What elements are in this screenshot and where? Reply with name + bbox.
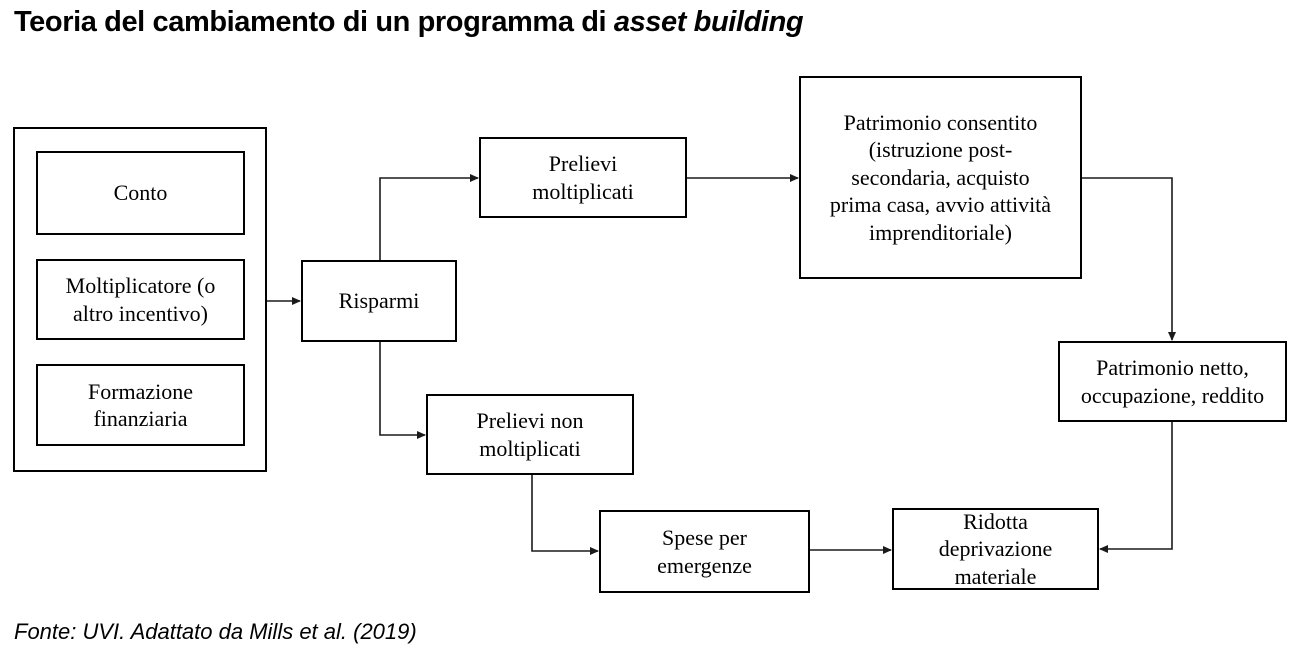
source-note: Fonte: UVI. Adattato da Mills et al. (20… [14,619,417,644]
box-ridotta-deprivazione: Ridotta deprivazione materiale [892,508,1099,590]
connector-patrimonio-netto-to-ridotta-deprivazione [1099,422,1173,553]
box-patrimonio-netto: Patrimonio netto, occupazione, reddito [1058,341,1287,422]
box-prelievi-moltiplicati: Prelievi moltiplicati [479,137,687,218]
connector-prelievi-non-moltiplicati-to-spese [531,475,599,555]
connector-patrimonio-consentito-to-patrimonio-netto [1082,177,1176,341]
page-title-italic-text: asset building [613,6,804,38]
box-patrimonio-consentito: Patrimonio consentito (istruzione post- … [799,76,1082,279]
box-moltiplicatore: Moltiplicatore (o altro incentivo) [36,259,245,340]
box-formazione-finanziaria: Formazione finanziaria [36,364,245,446]
box-spese-emergenze: Spese per emergenze [599,510,810,593]
connector-risparmi-to-prelievi-moltiplicati [379,174,479,260]
page-title-text: Teoria del cambiamento di un programma d… [14,6,614,38]
page-title: Teoria del cambiamento di un programma d… [14,6,804,39]
program-inputs-group-box [13,127,267,472]
box-prelievi-non-moltiplicati: Prelievi non moltiplicati [426,394,634,475]
connector-risparmi-to-prelievi-non-moltiplicati [379,342,426,439]
box-risparmi: Risparmi [301,260,457,342]
box-conto: Conto [36,151,245,235]
